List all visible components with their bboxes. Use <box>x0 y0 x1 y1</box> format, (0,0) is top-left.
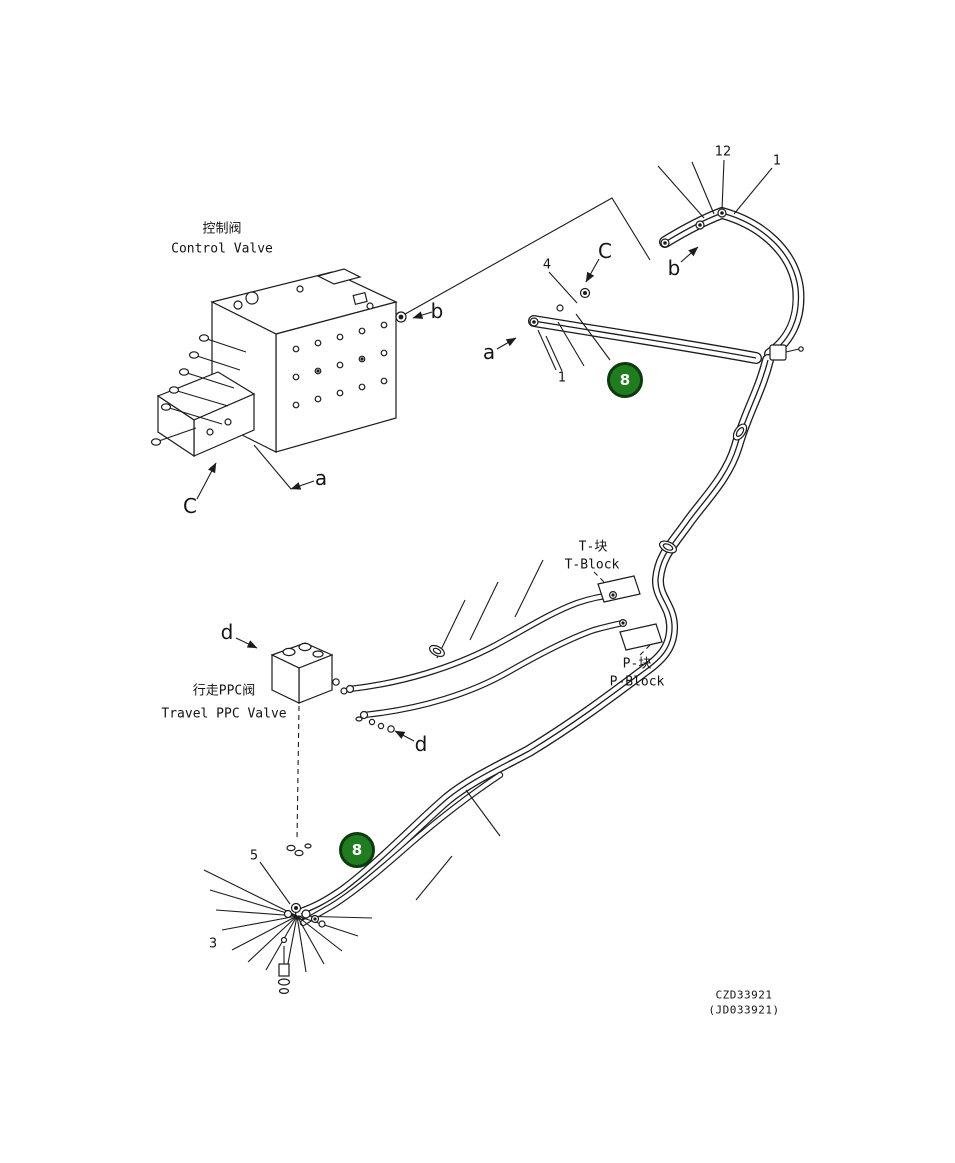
callout-view-a-mid: a <box>482 340 496 364</box>
fitting-cluster-bottom <box>277 902 326 994</box>
travel-ppc-valve-drawing <box>270 642 395 857</box>
callout-view-b-left: b <box>430 299 444 323</box>
travel-ppc-valve-label-cn: 行走PPC阀 <box>192 683 256 699</box>
callout-view-b-right: b <box>667 256 681 280</box>
callout-arrows <box>196 246 699 742</box>
callout-item-1-top: 1 <box>772 153 782 169</box>
control-valve-label-en: Control Valve <box>171 241 273 257</box>
t-block-label-en: T-Block <box>564 557 620 573</box>
drawing-code-secondary: (JD033921) <box>708 1003 780 1017</box>
drawing-code: CZD33921 <box>715 988 773 1002</box>
p-block-label-en: P-Block <box>609 674 665 690</box>
item-badge-8-upper[interactable]: 8 <box>607 362 643 398</box>
hose-clamps <box>429 344 804 658</box>
callout-view-a-valve: a <box>314 466 328 490</box>
callout-item-5: 5 <box>249 848 259 864</box>
control-valve-label-cn: 控制阀 <box>202 221 242 237</box>
t-block-drawing <box>593 571 641 603</box>
callout-item-1-mid: 1 <box>557 370 567 386</box>
item-badge-8-lower[interactable]: 8 <box>339 832 375 868</box>
t-block-label-cn: T-块 <box>578 539 608 555</box>
fitting-cluster-left <box>529 287 591 327</box>
callout-view-d-top: d <box>220 620 234 644</box>
control-valve-drawing <box>150 268 407 458</box>
callout-item-3: 3 <box>208 936 218 952</box>
callout-view-c-valve: C <box>183 494 197 518</box>
p-block-drawing <box>618 618 663 656</box>
p-block-label-cn: P-块 <box>622 656 652 672</box>
callout-view-d-bottom: d <box>414 732 428 756</box>
travel-ppc-valve-label-en: Travel PPC Valve <box>161 706 287 722</box>
callout-item-4: 4 <box>542 257 552 273</box>
leader-lines <box>203 159 773 975</box>
callout-item-12: 12 <box>714 144 732 160</box>
fitting-cluster-top <box>660 208 727 248</box>
callout-view-c-top: C <box>598 239 612 263</box>
